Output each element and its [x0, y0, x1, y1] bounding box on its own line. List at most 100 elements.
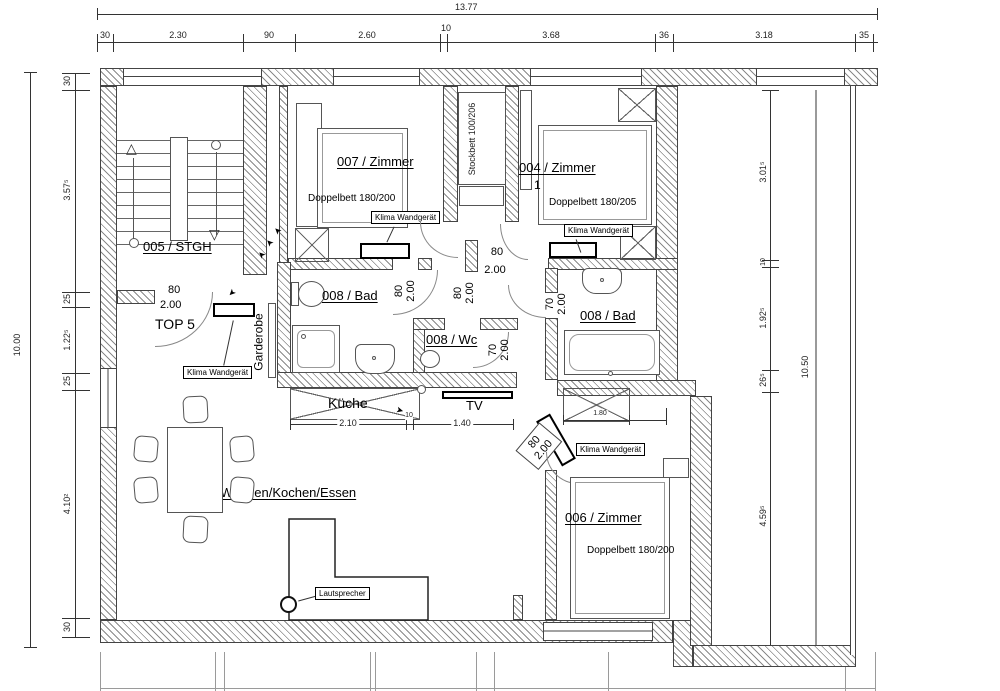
chair [182, 395, 209, 424]
wall-kitchen-north [277, 372, 517, 388]
wall-left [100, 86, 117, 620]
entry-direction-arrow-icon: ➤ [225, 286, 239, 300]
stair-up-start-icon [129, 238, 139, 248]
bed-006 [570, 477, 670, 619]
door-width: 70 [487, 343, 499, 357]
shower-inner [297, 330, 335, 368]
dim-tick [413, 419, 414, 430]
dim-tick [608, 652, 609, 691]
garderobe-wardrobe [268, 303, 276, 378]
window-top-stairs [123, 68, 262, 86]
wall-bad-right-west-a [545, 268, 558, 293]
klima-leader-007 [386, 226, 395, 243]
dim-top-5: 3.68 [542, 30, 560, 40]
dim-right-0: 3.01⁵ [758, 161, 769, 183]
wall-bad-left-west [277, 262, 291, 378]
shaft-007 [295, 228, 329, 262]
dim-tick [62, 307, 90, 308]
dim-tick [215, 652, 216, 691]
dim-right-3: 26⁵ [758, 373, 769, 387]
dim-tick [97, 8, 98, 20]
dim-left-0: 30 [62, 75, 73, 87]
dim-tick [563, 415, 564, 425]
door-height: 2.00 [499, 339, 511, 361]
wall-niche-east [505, 86, 519, 222]
dim-tick [762, 370, 779, 371]
bunk-bed [458, 92, 506, 185]
shower-drain-icon [301, 334, 306, 339]
door-height: 2.00 [556, 293, 568, 315]
kitchen-fixture-icon [417, 385, 426, 394]
dim-line-bottom [100, 688, 875, 689]
wall-bad-right-west-b [545, 318, 558, 380]
dim-tick [873, 34, 874, 52]
garderobe-label-text: Garderobe [251, 313, 266, 371]
dim-tick [24, 647, 37, 648]
dim-tick [762, 267, 779, 268]
room-label-006: 006 / Zimmer [565, 510, 642, 525]
dim-top-0: 30 [99, 30, 111, 40]
window-top-004 [530, 68, 642, 86]
dim-tick [655, 34, 656, 52]
door-size-corridor: 80 2.00 [452, 282, 476, 303]
room-label-wc: 008 / Wc [426, 332, 478, 347]
dim-tick [440, 34, 441, 52]
wall-niche-west [443, 86, 458, 222]
klima-label-004: Klima Wandgerät [564, 224, 634, 237]
dim-tick [62, 390, 90, 391]
door-width: 70 [544, 297, 556, 311]
wall-living-006-stub [513, 595, 523, 620]
dim-tick [243, 34, 244, 52]
dim-line-overall-height [30, 72, 31, 648]
dim-tick [875, 652, 876, 691]
dim-left-2: 25 [62, 293, 73, 305]
room-label-bad-left: 008 / Bad [322, 288, 378, 303]
klima-label-006: Klima Wandgerät [576, 443, 646, 456]
wall-007-south-b [418, 258, 432, 270]
dim-tick [62, 292, 90, 293]
wall-wc-north-a [413, 318, 445, 330]
toilet-wc [420, 350, 440, 368]
door-size-entry-width: 80 [168, 284, 181, 296]
dining-table [167, 427, 223, 513]
dim-top-3: 2.60 [358, 30, 376, 40]
room-label-004-note: 1 [534, 178, 541, 192]
dim-tick [666, 408, 667, 425]
door-width: 80 [452, 286, 464, 300]
stair-up-line [133, 158, 134, 243]
dim-tick [113, 34, 114, 52]
stair-divider [170, 137, 188, 241]
dim-tick [62, 90, 90, 91]
dim-tick [494, 652, 495, 691]
bed-label-007: Doppelbett 180/200 [308, 193, 396, 204]
dim-tick [62, 373, 90, 374]
bathtub [564, 330, 660, 375]
dim-left-3: 1.22⁵ [62, 329, 73, 351]
bed-004 [538, 125, 652, 225]
room-label-004: 004 / Zimmer [519, 160, 596, 175]
klima-label-entry: Klima Wandgerät [183, 366, 253, 379]
dim-chain-left [75, 73, 76, 637]
dim-tick [762, 260, 779, 261]
door-size-hall-width: 80 [490, 246, 504, 258]
dim-tick [877, 8, 878, 20]
window-top-007 [333, 68, 420, 86]
dim-kitchen-1: 10 [405, 412, 413, 420]
dim-top-1: 2.30 [169, 30, 187, 40]
wall-stairs-right [243, 86, 288, 275]
dim-tick [447, 34, 448, 52]
wall-hall-stub [465, 240, 478, 272]
dim-kitchen-0: 2.10 [337, 418, 359, 429]
door-size-bad-right: 70 2.00 [544, 293, 568, 314]
dim-line-kitchen [290, 424, 513, 425]
wall-006-west [545, 470, 557, 620]
door-arc-hall [420, 222, 458, 258]
dim-line-right-outer [815, 90, 817, 655]
stair-up-arrow-icon: △ [126, 140, 137, 156]
dim-top-7: 3.18 [755, 30, 773, 40]
bunk-bed-foot [459, 186, 504, 206]
dim-tick [24, 72, 37, 73]
dim-tick [224, 652, 225, 691]
chair [132, 435, 160, 463]
